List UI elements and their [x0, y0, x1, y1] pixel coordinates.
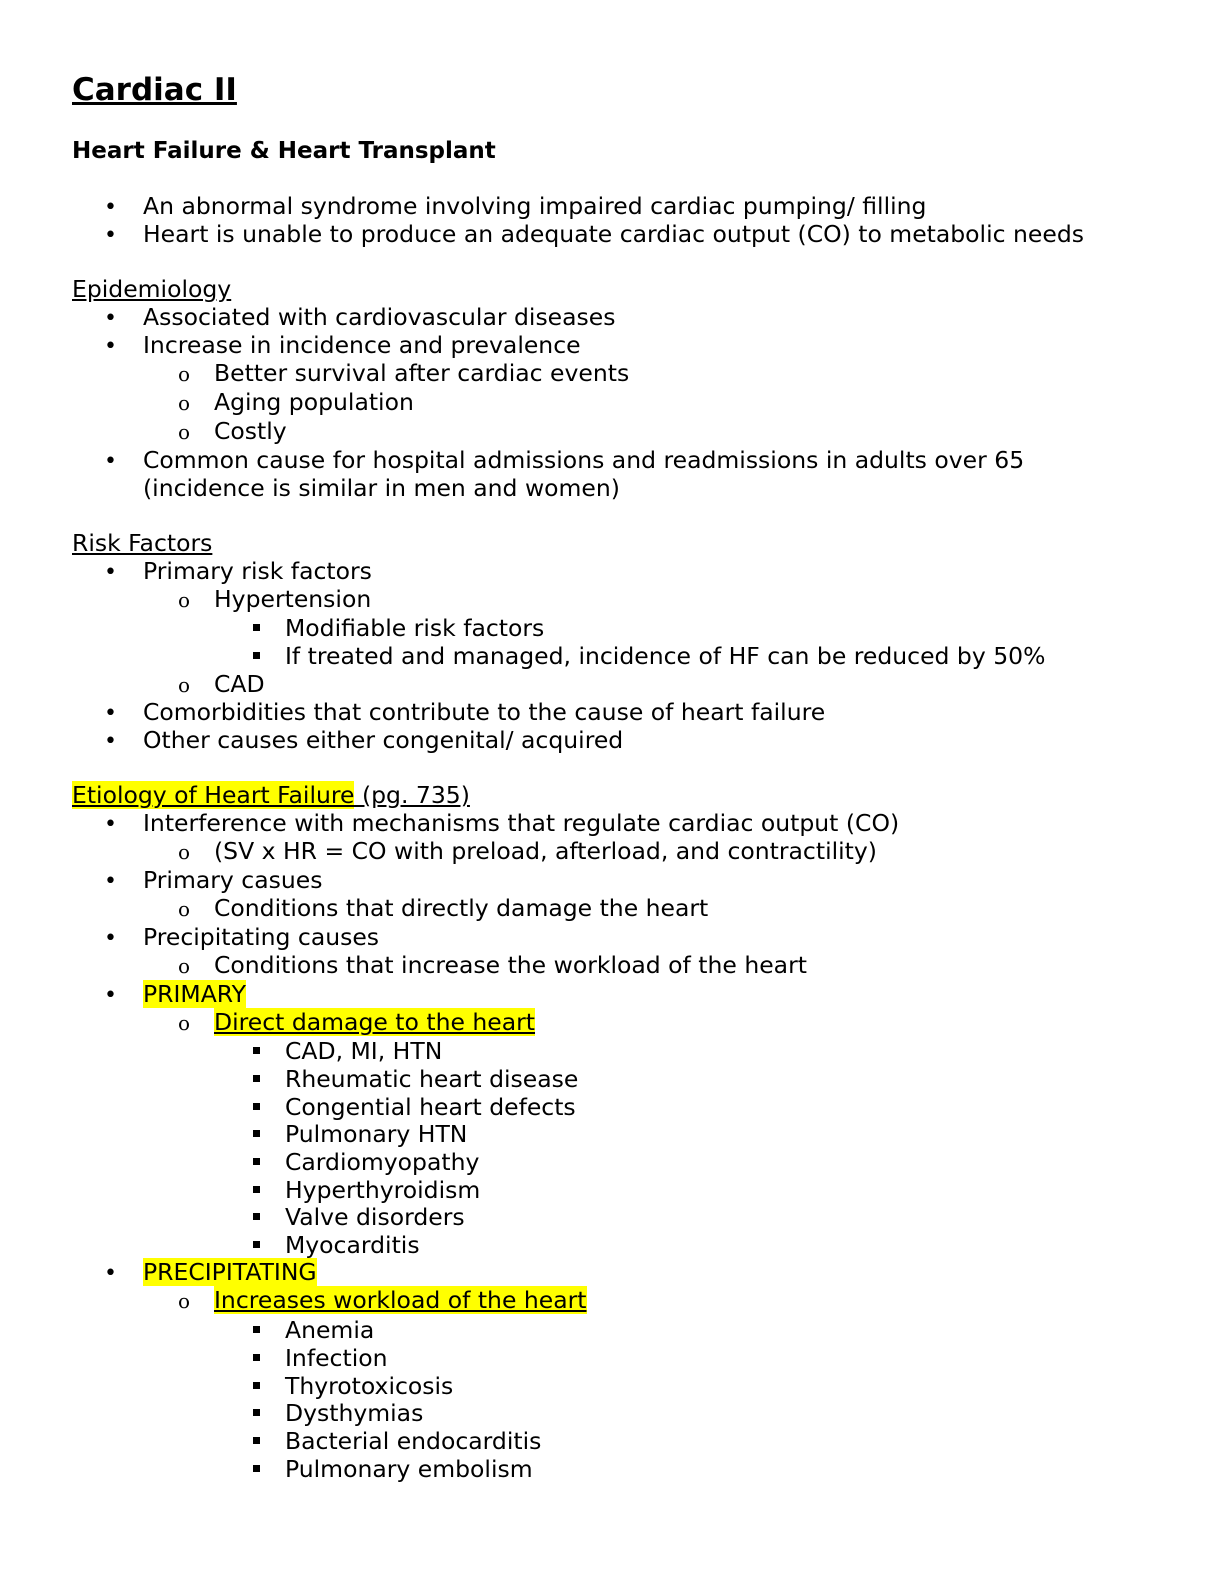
list-item: Hyperthyroidism — [250, 1176, 480, 1204]
square-bullet-icon — [253, 1409, 260, 1416]
list-item: Thyrotoxicosis — [250, 1372, 453, 1400]
section-heading-risk-factors: Risk Factors — [72, 529, 213, 557]
list-item: Infection — [250, 1344, 388, 1372]
bullet-marker: • — [104, 926, 117, 951]
list-item: •Common cause for hospital admissions an… — [104, 446, 1025, 474]
square-bullet-icon — [253, 1382, 260, 1389]
square-bullet-icon — [253, 1241, 260, 1248]
list-item: Rheumatic heart disease — [250, 1065, 578, 1093]
circle-marker: o — [178, 420, 191, 444]
circle-marker: o — [178, 840, 191, 864]
square-bullet-icon — [253, 1437, 260, 1444]
list-item: •PRIMARY — [104, 980, 246, 1008]
circle-marker: o — [178, 897, 191, 921]
bullet-marker: • — [104, 560, 117, 585]
square-bullet-icon — [253, 652, 260, 659]
list-item: o(SV x HR = CO with preload, afterload, … — [178, 837, 877, 865]
list-item: •An abnormal syndrome involving impaired… — [104, 192, 927, 220]
list-item: •Comorbidities that contribute to the ca… — [104, 698, 826, 726]
list-item: Anemia — [250, 1316, 374, 1344]
bullet-marker: • — [104, 449, 117, 474]
bullet-marker: • — [104, 729, 117, 754]
square-bullet-icon — [253, 1047, 260, 1054]
list-item: •Heart is unable to produce an adequate … — [104, 220, 1084, 248]
page-title: Cardiac II — [72, 72, 237, 108]
circle-marker: o — [178, 1289, 191, 1313]
list-item: Congential heart defects — [250, 1093, 576, 1121]
bullet-marker: • — [104, 306, 117, 331]
square-bullet-icon — [253, 624, 260, 631]
circle-marker: o — [178, 1011, 191, 1035]
list-item-continuation: (incidence is similar in men and women) — [143, 474, 620, 502]
list-item: Pulmonary embolism — [250, 1455, 533, 1483]
bullet-marker: • — [104, 334, 117, 359]
bullet-marker: • — [104, 701, 117, 726]
list-item: •Interference with mechanisms that regul… — [104, 809, 900, 837]
list-item: Cardiomyopathy — [250, 1148, 479, 1176]
list-item: CAD, MI, HTN — [250, 1037, 442, 1065]
circle-marker: o — [178, 588, 191, 612]
square-bullet-icon — [253, 1465, 260, 1472]
bullet-marker: • — [104, 869, 117, 894]
square-bullet-icon — [253, 1075, 260, 1082]
list-item: •Other causes either congenital/ acquire… — [104, 726, 624, 754]
list-item: Pulmonary HTN — [250, 1120, 467, 1148]
circle-marker: o — [178, 391, 191, 415]
bullet-marker: • — [104, 223, 117, 248]
list-item: •Precipitating causes — [104, 923, 380, 951]
list-item: Dysthymias — [250, 1399, 423, 1427]
list-item: •Primary risk factors — [104, 557, 372, 585]
list-item: •PRECIPITATING — [104, 1258, 317, 1286]
square-bullet-icon — [253, 1158, 260, 1165]
bullet-marker: • — [104, 1261, 117, 1286]
list-item: If treated and managed, incidence of HF … — [250, 642, 1045, 670]
bullet-marker: • — [104, 812, 117, 837]
circle-marker: o — [178, 954, 191, 978]
square-bullet-icon — [253, 1103, 260, 1110]
list-item: Bacterial endocarditis — [250, 1427, 541, 1455]
square-bullet-icon — [253, 1130, 260, 1137]
section-heading-etiology: Etiology of Heart Failure (pg. 735) — [72, 781, 470, 809]
square-bullet-icon — [253, 1354, 260, 1361]
section-heading-epidemiology: Epidemiology — [72, 275, 232, 303]
list-item: •Increase in incidence and prevalence — [104, 331, 581, 359]
square-bullet-icon — [253, 1186, 260, 1193]
list-item: Valve disorders — [250, 1203, 465, 1231]
list-item: •Associated with cardiovascular diseases — [104, 303, 616, 331]
bullet-marker: • — [104, 983, 117, 1008]
circle-marker: o — [178, 673, 191, 697]
circle-marker: o — [178, 362, 191, 386]
page-subtitle: Heart Failure & Heart Transplant — [72, 138, 496, 164]
list-item: Myocarditis — [250, 1231, 420, 1259]
list-item: •Primary casues — [104, 866, 323, 894]
list-item: Modifiable risk factors — [250, 614, 544, 642]
square-bullet-icon — [253, 1326, 260, 1333]
square-bullet-icon — [253, 1213, 260, 1220]
bullet-marker: • — [104, 195, 117, 220]
